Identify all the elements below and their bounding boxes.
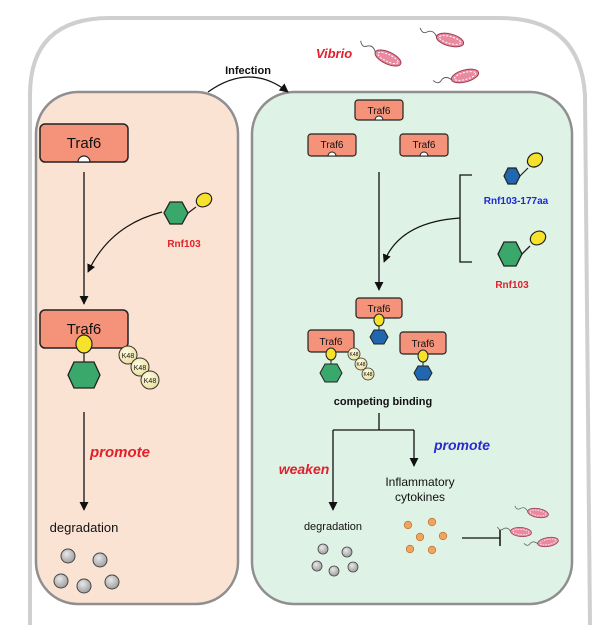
- k48-chain-right: [347, 347, 375, 381]
- rnf103-bound-complex-left: [319, 347, 343, 383]
- cytokine-dots: [403, 517, 448, 555]
- competing-binding-label: competing binding: [334, 396, 432, 408]
- k48-chain-left: [118, 345, 160, 390]
- k48-label-left-2: K48: [134, 365, 147, 372]
- weaken-label: weaken: [279, 461, 330, 477]
- traf6-label-left-top: Traf6: [67, 135, 101, 152]
- k48-label-left-1: K48: [122, 353, 135, 360]
- k48-label-right-2: K48: [357, 362, 366, 368]
- rnf177-bound-top: [369, 313, 389, 345]
- rnf103-label-left: Rnf103: [167, 239, 201, 250]
- vibrio-label: Vibrio: [316, 46, 352, 61]
- rnf103-177aa-protein: [503, 152, 544, 185]
- traf6-label-complex-right: Traf6: [412, 339, 435, 350]
- inflammatory-label-line2: cytokines: [395, 490, 445, 504]
- traf6-label-complex-left: Traf6: [320, 337, 343, 348]
- traf6-label-right-top: Traf6: [368, 106, 391, 117]
- traf6-label-right-right: Traf6: [413, 140, 436, 151]
- rnf103-bound-left: [67, 334, 101, 389]
- degradation-dots-left: [53, 548, 120, 594]
- traf6-label-right-left: Traf6: [321, 140, 344, 151]
- inflammatory-label-line1: Inflammatory: [385, 475, 454, 489]
- rnf103-177aa-label: Rnf103-177aa: [484, 196, 549, 207]
- infection-label: Infection: [225, 65, 271, 77]
- rnf103-label-right: Rnf103: [495, 280, 529, 291]
- degradation-label-left: degradation: [50, 520, 119, 535]
- degradation-label-right: degradation: [304, 521, 362, 533]
- k48-label-left-3: K48: [144, 378, 157, 385]
- binding-arrow-right: [382, 217, 461, 263]
- k48-label-right-3: K48: [364, 372, 373, 378]
- k48-label-right-1: K48: [350, 352, 359, 358]
- rnf177-bound-right: [413, 349, 433, 381]
- binding-arrow-left: [87, 211, 163, 273]
- promote-label-right: promote: [433, 437, 490, 453]
- traf6-label-left-bound: Traf6: [67, 321, 101, 338]
- degradation-dots-right: [311, 543, 359, 577]
- traf6-label-complex-top: Traf6: [368, 304, 391, 315]
- promote-label-left: promote: [89, 444, 150, 461]
- left-cell: [34, 90, 240, 606]
- rnf103-protein-right: [497, 230, 547, 267]
- rnf103-protein-left: [163, 192, 213, 225]
- infection-arrow: [207, 76, 289, 93]
